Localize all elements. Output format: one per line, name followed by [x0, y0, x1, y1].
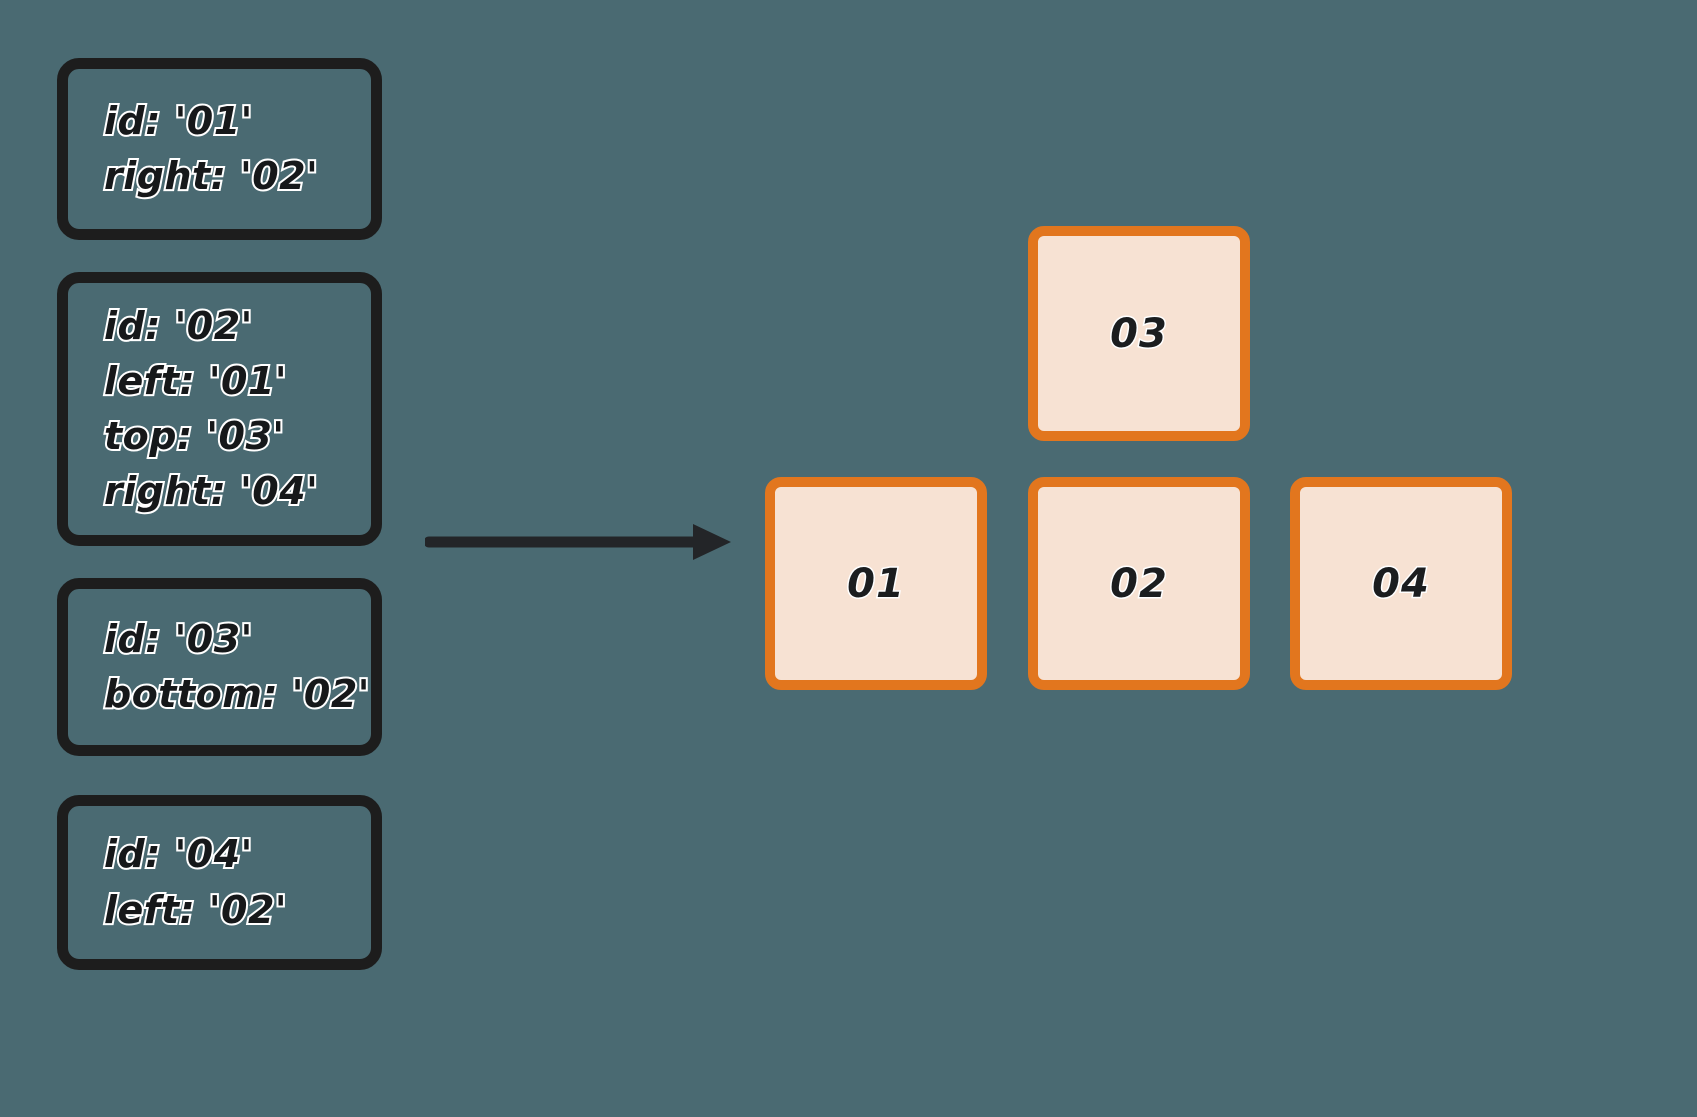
- arrow-right-icon: [425, 524, 731, 560]
- spec-line: right: '04': [102, 467, 320, 515]
- spec-line: bottom: '02': [102, 670, 371, 718]
- tile-01[interactable]: 01: [765, 477, 987, 690]
- tile-label: 04: [1371, 559, 1431, 608]
- tile-04[interactable]: 04: [1290, 477, 1512, 690]
- spec-card-03: id: '03' bottom: '02': [57, 578, 382, 756]
- spec-card-01: id: '01' right: '02': [57, 58, 382, 240]
- spec-line: right: '02': [102, 152, 320, 200]
- spec-line: top: '03': [102, 412, 286, 460]
- spec-line: left: '02': [102, 885, 289, 933]
- tile-label: 02: [1109, 559, 1169, 608]
- spec-line: id: '03': [102, 615, 254, 663]
- spec-line: id: '04': [102, 830, 254, 878]
- spec-card-04: id: '04' left: '02': [57, 795, 382, 970]
- spec-line: id: '01': [102, 97, 254, 145]
- spec-card-02: id: '02' left: '01' top: '03' right: '04…: [57, 272, 382, 546]
- tile-label: 01: [846, 559, 906, 608]
- spec-line: left: '01': [102, 357, 289, 405]
- tile-02[interactable]: 02: [1028, 477, 1250, 690]
- tile-03[interactable]: 03: [1028, 226, 1250, 441]
- tile-label: 03: [1109, 309, 1169, 358]
- spec-line: id: '02': [102, 302, 254, 350]
